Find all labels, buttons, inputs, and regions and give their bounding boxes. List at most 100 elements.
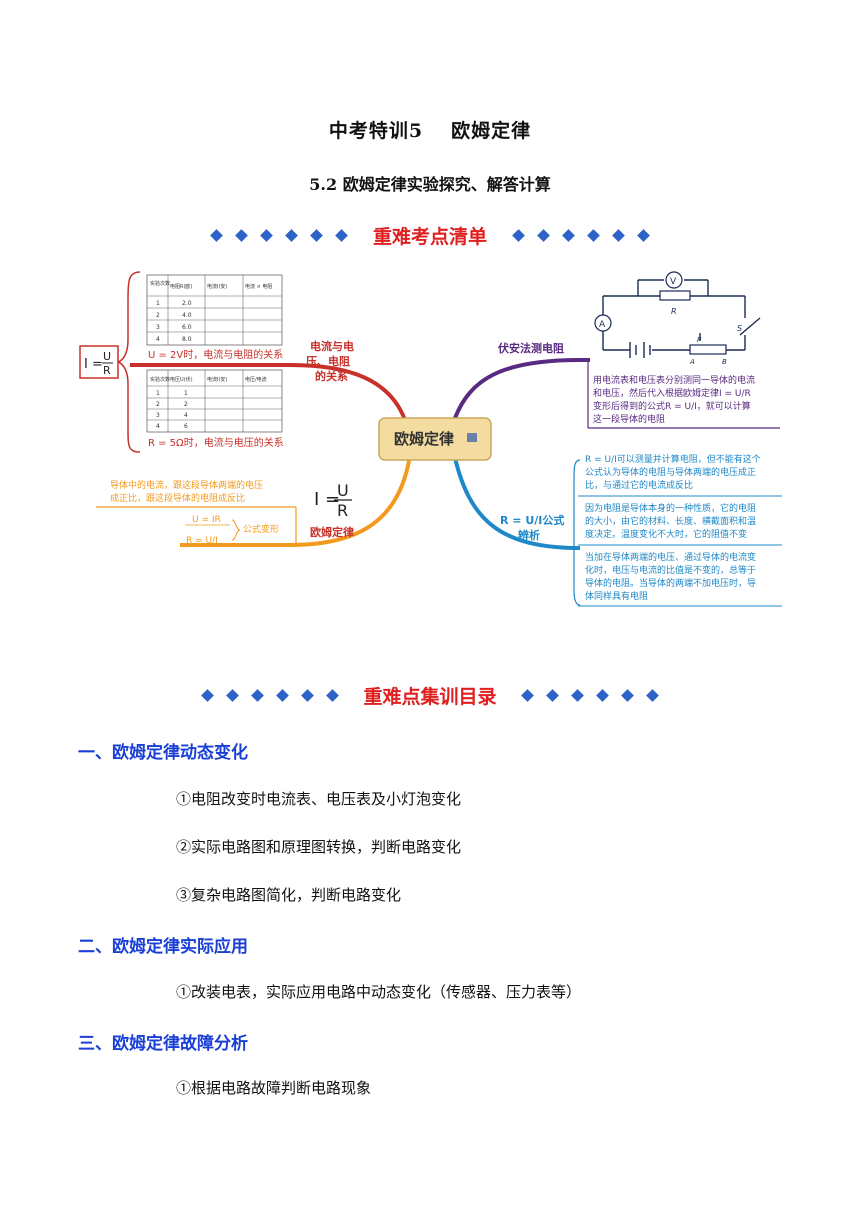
section-item: ③复杂电路图简化，判断电路变化 [176,886,402,904]
title-part2: 欧姆定律 [451,120,532,142]
ohm-branch-label: 欧姆定律 [310,525,354,539]
analysis-box1-1: 公式认为导体的电阻与导体两端的电压成正 [585,466,756,478]
analysis-box3-0: 当加在导体两端的电压、通过导体的电流变 [585,551,756,563]
rheostat-end-a: A [689,358,695,366]
voltammeter-text-0: 用电流表和电压表分别测同一导体的电流 [593,374,755,386]
section-item: ②实际电路图和原理图转换，判断电路变化 [176,838,462,856]
slider-letter: P [697,336,702,344]
circuit-rheostat [689,344,727,355]
circuit-resistor [659,290,691,301]
branch-curve-voltammeter [453,358,590,419]
voltammeter-label: 伏安法测电阻 [498,341,564,355]
banner-key-points: 重难考点清单 [0,222,860,249]
t1-r2c1: 6.0 [182,324,192,331]
voltmeter-icon [665,271,683,289]
section-heading-dynamic: 一、欧姆定律动态变化 [78,743,248,763]
document-subtitle: 5.2 欧姆定律实验探究、解答计算 [309,175,551,194]
document-title: 中考特训5 欧姆定律 [0,116,860,143]
formula-box-left [79,345,119,379]
t1-header-2: 电流I(安) [207,283,227,290]
relation-label-line3: 的关系 [315,369,348,383]
t1-header-3: 电流 × 电阻 [245,283,272,290]
t2-header-0: 实验次数 [150,376,170,383]
formula-ohm-R: R [337,501,348,520]
t2-r3c1: 6 [184,423,188,430]
voltammeter-text-1: 和电压，然后代入根据欧姆定律I = U/R [593,387,751,399]
branch-curve-ohm [180,454,412,547]
resistor-letter: R [671,307,677,316]
switch-letter: S [737,324,742,333]
t1-r3c1: 8.0 [182,336,192,343]
analysis-box3-2: 导体的电阻。当导体的两端不加电压时，导 [585,577,756,589]
formula-ohm-U: U [337,481,349,500]
t1-header-1: 电阻R(欧) [170,283,192,290]
branch-curve-analysis [453,457,581,550]
title-part1: 中考特训5 [328,120,424,142]
analysis-box3-1: 化时，电压与电流的比值是不变的，总等于 [585,564,756,576]
ohm-formula1: U = IR [192,515,221,525]
t2-r2c1: 4 [184,412,188,419]
ohm-transform-label: 公式变形 [243,523,279,535]
relation-label-line2: 压、电阻 [306,354,350,368]
diamond-icon [621,689,634,702]
voltammeter-text-3: 这一段导体的电阻 [593,413,665,425]
section-heading-fault: 三、欧姆定律故障分析 [78,1034,248,1054]
diamond-icon [250,689,264,702]
relation-label-line1: 电流与电 [310,339,354,353]
section-item: ①改装电表，实际应用电路中动态变化（传感器、压力表等） [176,983,582,1001]
section-item: ①根据电路故障判断电路现象 [176,1079,372,1097]
rheostat-end-b: B [722,358,727,366]
branch-curve-relation [130,363,407,421]
banner-catalog: 重难点集训目录 [0,682,860,709]
t2-header-2: 电流I(安) [207,376,227,383]
analysis-box2-0: 因为电阻是导体本身的一种性质，它的电阻 [585,502,756,514]
t1-header-0: 实验次数 [150,280,170,287]
diamond-icon [521,689,534,702]
analysis-label-line2: 辨析 [518,528,540,542]
table2-caption: R = 5Ω时，电流与电压的关系 [148,436,284,449]
formula-left-I: I = [84,357,103,372]
table1-caption: U = 2V时，电流与电阻的关系 [148,348,283,361]
diamond-icon [646,689,659,702]
ammeter-letter: A [599,320,606,330]
t2-r0c1: 1 [184,390,188,397]
diamond-icon [225,689,239,702]
t1-r0c0: 1 [156,300,160,307]
diamond-icon [546,689,559,702]
t1-r3c0: 4 [156,336,160,343]
diamond-icon [325,689,339,702]
t1-r0c1: 2.0 [182,300,192,307]
section-item: ①电阻改变时电流表、电压表及小灯泡变化 [176,790,462,808]
ohm-formula2: R = U/I [186,536,218,546]
t2-r2c0: 3 [156,412,160,419]
diamond-icon [300,689,314,702]
analysis-box3-3: 体同样具有电阻 [585,590,648,602]
t2-r3c0: 4 [156,423,160,430]
t1-r2c0: 3 [156,324,160,331]
diamond-icon [596,689,609,702]
analysis-box1-2: 比，与通过它的电流成反比 [585,479,693,491]
analysis-box2-2: 度决定。温度变化不大时，它的阻值不变 [585,528,747,540]
analysis-box2-1: 的大小，由它的材料、长度、横截面积和温 [585,515,756,527]
t1-r1c0: 2 [156,312,160,319]
ohm-small-brace [231,519,241,541]
ammeter-icon [594,314,612,332]
note-icon [467,433,477,442]
t1-r1c1: 4.0 [182,312,192,319]
section-heading-application: 二、欧姆定律实际应用 [78,937,248,957]
voltammeter-text-2: 变形后得到的公式R = U/I，就可以计算 [593,400,751,412]
table-current-voltage: 实验次数 电压U(伏) 电流I(安) 电压/电流 1 1 2 2 3 4 4 6 [146,369,283,433]
diamond-icon [571,689,584,702]
formula-ohm-I: I = [314,489,340,510]
banner-key-points-text: 重难考点清单 [372,226,487,248]
analysis-box1-0: R = U/I可以测量并计算电阻，但不能有这个 [585,453,761,465]
voltmeter-letter: V [670,277,677,287]
table-current-resistance: 实验次数 电阻R(欧) 电流I(安) 电流 × 电阻 1 2.0 2 4.0 3… [146,274,283,346]
diamond-icon [275,689,289,702]
t2-header-3: 电压/电流 [245,376,267,383]
ohm-statement-line1: 导体中的电流，跟这段导体两端的电压 [110,479,263,491]
left-brace [115,271,141,453]
banner-catalog-text: 重难点集训目录 [363,686,497,708]
formula-left-U: U [103,350,111,363]
